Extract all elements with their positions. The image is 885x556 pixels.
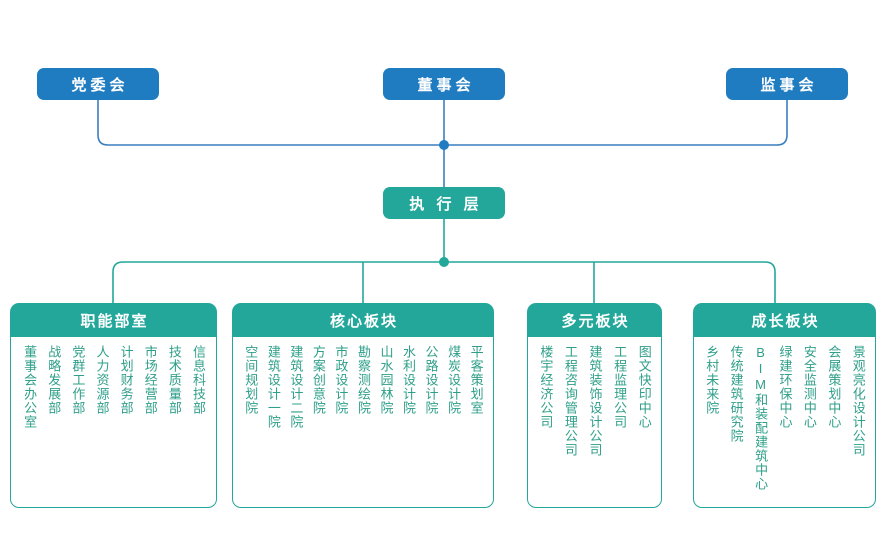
list-item[interactable]: 安全监测中心: [801, 345, 817, 429]
list-item[interactable]: 煤炭设计院: [446, 345, 462, 415]
group-diversified: 多元板块 图文快印中心 工程监理公司 建筑装饰设计公司 工程咨询管理公司 楼宇经…: [527, 303, 662, 508]
list-item[interactable]: 山水园林院: [378, 345, 394, 415]
list-item[interactable]: 市政设计院: [333, 345, 349, 415]
list-item[interactable]: 方案创意院: [310, 345, 326, 415]
list-item[interactable]: 人力资源部: [94, 345, 110, 415]
list-item[interactable]: 工程咨询管理公司: [562, 345, 578, 457]
list-item[interactable]: 水利设计院: [401, 345, 416, 415]
list-item[interactable]: 平客策划室: [468, 345, 484, 415]
list-item[interactable]: 建筑设计二院: [288, 345, 304, 429]
list-item[interactable]: 董事会办公室: [22, 345, 38, 429]
list-item[interactable]: 党群工作部: [70, 345, 86, 415]
list-item[interactable]: 空间规划院: [243, 345, 259, 415]
list-item[interactable]: 战略发展部: [46, 345, 62, 415]
list-item[interactable]: 勘察测绘院: [355, 345, 371, 415]
list-item[interactable]: 景观亮化设计公司: [850, 345, 866, 457]
list-item[interactable]: 技术质量部: [166, 345, 182, 415]
list-item[interactable]: 信息科技部: [190, 345, 206, 415]
list-item[interactable]: 会展策划中心: [826, 345, 842, 429]
list-item[interactable]: 乡村未来院: [704, 345, 720, 415]
list-item[interactable]: 图文快印中心: [636, 345, 652, 429]
group-functional-items: 信息科技部 技术质量部 市场经营部 计划财务部 人力资源部 党群工作部 战略发展…: [10, 328, 217, 508]
list-item[interactable]: 公路设计院: [423, 345, 439, 415]
group-growth: 成长板块 景观亮化设计公司 会展策划中心 安全监测中心 绿建环保中心 BIM和装…: [693, 303, 876, 508]
list-item[interactable]: 工程监理公司: [612, 345, 628, 429]
node-supervisory-board[interactable]: 监事会: [726, 68, 848, 100]
list-item[interactable]: BIM和装配建筑中心: [753, 345, 769, 491]
group-functional: 职能部室 信息科技部 技术质量部 市场经营部 计划财务部 人力资源部 党群工作部…: [10, 303, 217, 508]
group-growth-items: 景观亮化设计公司 会展策划中心 安全监测中心 绿建环保中心 BIM和装配建筑中心…: [693, 328, 876, 508]
list-item[interactable]: 绿建环保中心: [777, 345, 793, 429]
group-core: 核心板块 平客策划室 煤炭设计院 公路设计院 水利设计院 山水园林院 勘察测绘院…: [232, 303, 494, 508]
group-core-items: 平客策划室 煤炭设计院 公路设计院 水利设计院 山水园林院 勘察测绘院 市政设计…: [232, 328, 494, 508]
group-diversified-title[interactable]: 多元板块: [527, 303, 662, 337]
list-item[interactable]: 建筑设计一院: [265, 345, 281, 429]
list-item[interactable]: 计划财务部: [118, 345, 134, 415]
node-executive-layer[interactable]: 执 行 层: [383, 187, 505, 219]
group-growth-title[interactable]: 成长板块: [693, 303, 876, 337]
group-diversified-items: 图文快印中心 工程监理公司 建筑装饰设计公司 工程咨询管理公司 楼宇经济公司: [527, 328, 662, 508]
list-item[interactable]: 楼宇经济公司: [538, 345, 554, 429]
node-board-of-directors[interactable]: 董事会: [383, 68, 505, 100]
list-item[interactable]: 建筑装饰设计公司: [587, 345, 603, 457]
node-party-committee[interactable]: 党委会: [37, 68, 159, 100]
list-item[interactable]: 传统建筑研究院: [728, 345, 744, 443]
group-functional-title[interactable]: 职能部室: [10, 303, 217, 337]
group-core-title[interactable]: 核心板块: [232, 303, 494, 337]
list-item[interactable]: 市场经营部: [142, 345, 158, 415]
